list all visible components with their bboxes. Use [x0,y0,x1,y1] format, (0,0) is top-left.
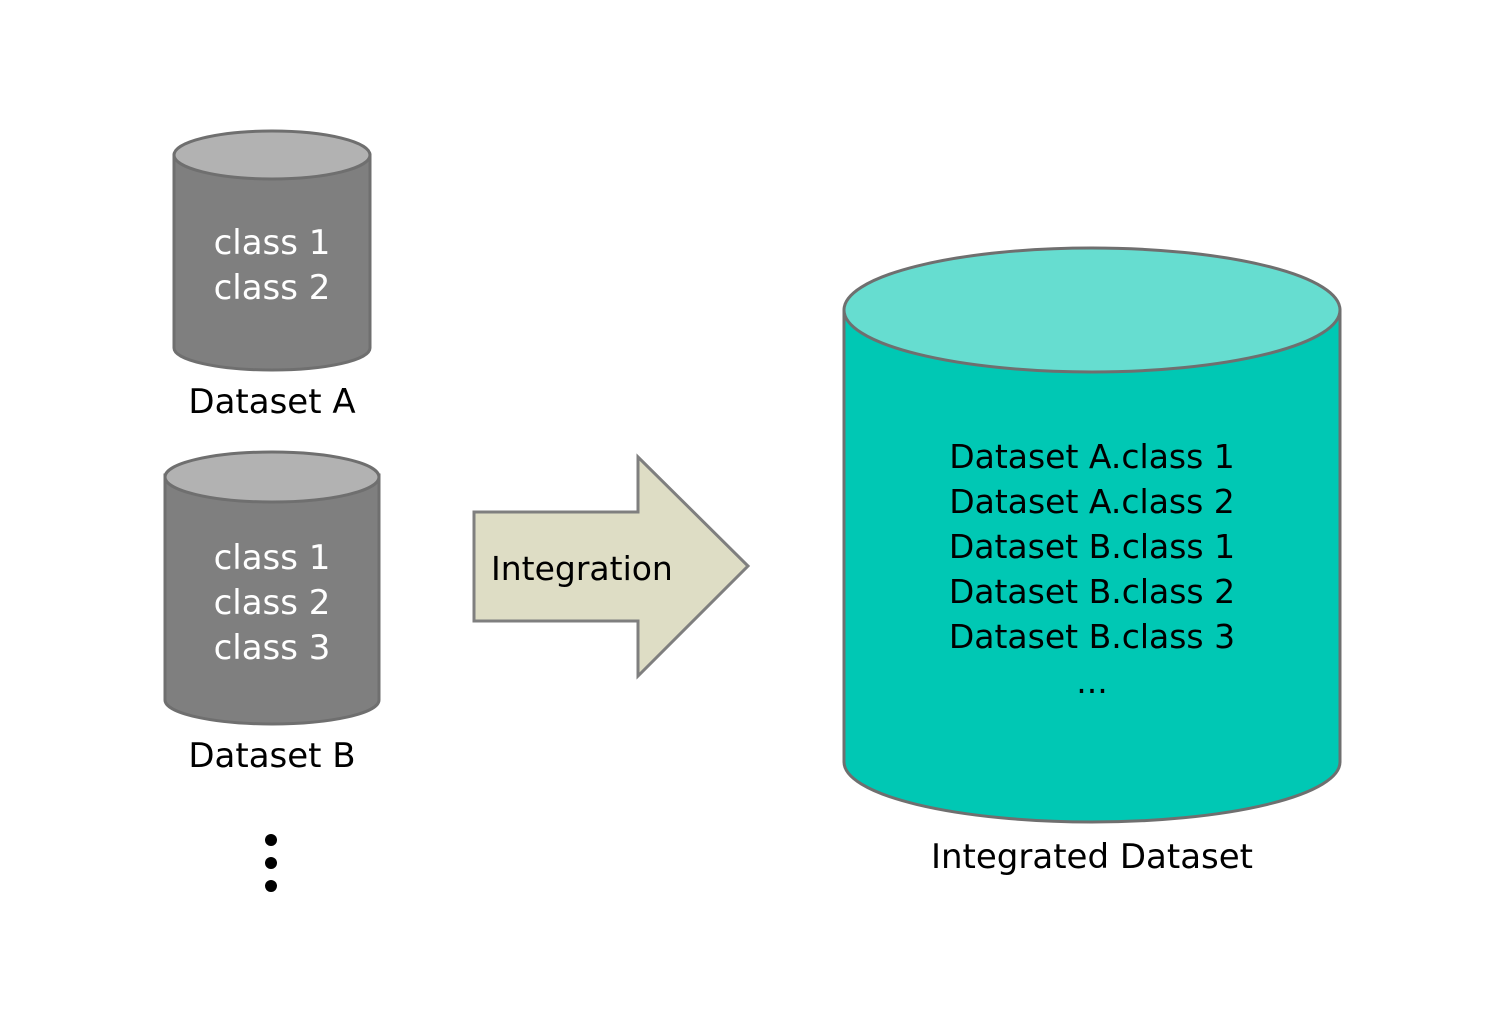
dataset-b-class-2: class 2 [214,583,331,623]
ellipsis-dot [265,880,277,892]
dataset-a-cylinder-body [172,153,372,372]
integrated-entry: Dataset B.class 2 [949,572,1235,611]
arrow-shape [472,453,751,680]
dataset-a-label: Dataset A [188,382,355,422]
integrated-entry: Dataset A.class 2 [949,482,1235,521]
dataset-b-label: Dataset B [188,736,355,776]
integrated-dataset-label: Integrated Dataset [931,837,1253,877]
integrated-cylinder-body [842,308,1342,824]
more-datasets-ellipsis [265,834,277,892]
dataset-a-class-1: class 1 [214,223,331,263]
integrated-entry: Dataset B.class 3 [949,617,1235,656]
dataset-b-class-3: class 3 [214,628,331,668]
integrated-dataset-cylinder: Dataset A.class 1 Dataset A.class 2 Data… [842,246,1342,824]
integrated-entry: Dataset A.class 1 [949,437,1235,476]
dataset-a-class-2: class 2 [214,268,331,308]
dataset-b-cylinder: class 1 class 2 class 3 [163,450,381,726]
arrow-label: Integration [491,549,673,588]
dataset-a-cylinder: class 1 class 2 [172,129,372,372]
dataset-b-cylinder-top [163,450,381,504]
ellipsis-dot [265,857,277,869]
integrated-entry: Dataset B.class 1 [949,527,1235,566]
dataset-a-cylinder-top [172,129,372,181]
integrated-entry-ellipsis: ... [1076,662,1107,701]
integrated-cylinder-top [842,246,1342,374]
ellipsis-dot [265,834,277,846]
dataset-b-class-1: class 1 [214,538,331,578]
dataset-b-cylinder-body [163,473,381,726]
integration-arrow: Integration [472,453,751,680]
